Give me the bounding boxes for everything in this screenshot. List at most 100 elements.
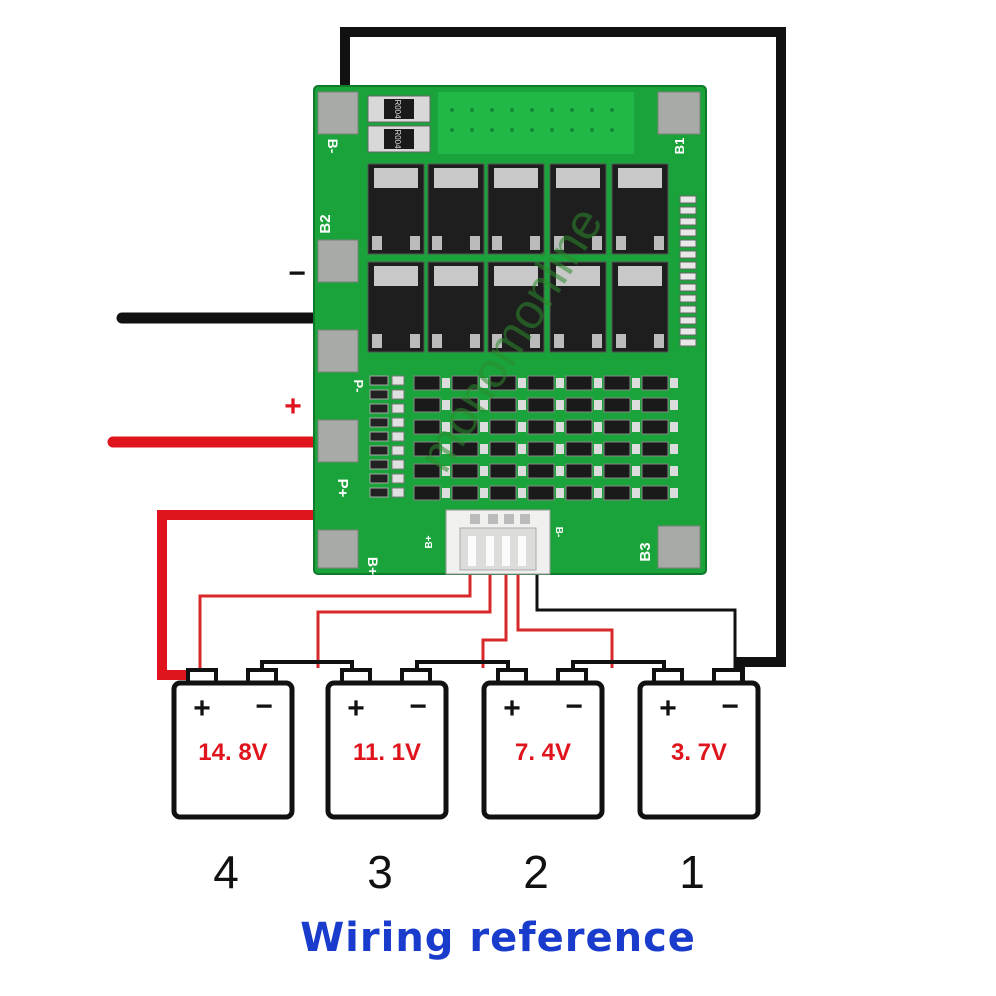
pcb-top-strip bbox=[438, 92, 634, 154]
smd-resistor bbox=[679, 217, 697, 226]
smd-components bbox=[369, 195, 697, 498]
balance-connector bbox=[445, 509, 551, 575]
ic-pad bbox=[556, 466, 564, 476]
b-minus-wire bbox=[340, 27, 786, 682]
ic-pad bbox=[594, 466, 602, 476]
ic-pad bbox=[480, 422, 488, 432]
smd-resistor bbox=[679, 294, 697, 303]
ic-chip bbox=[603, 419, 631, 435]
label-b2: B2 bbox=[317, 214, 334, 233]
ic-chip bbox=[603, 397, 631, 413]
ic-chip bbox=[489, 419, 517, 435]
ic-pad bbox=[480, 400, 488, 410]
mosfet bbox=[367, 261, 425, 353]
ic-pad bbox=[670, 378, 678, 388]
smd-cap bbox=[369, 459, 389, 470]
ic-pad bbox=[670, 488, 678, 498]
ic-pad bbox=[480, 488, 488, 498]
ic-chip bbox=[527, 441, 555, 457]
ic-chip bbox=[641, 463, 669, 479]
smd-resistor bbox=[679, 206, 697, 215]
ic-chip bbox=[413, 441, 441, 457]
mosfet bbox=[427, 261, 485, 353]
ic-chip bbox=[641, 397, 669, 413]
ic-pad bbox=[632, 400, 640, 410]
smd-cap bbox=[369, 487, 389, 498]
ic-pad bbox=[442, 488, 450, 498]
ic-pad bbox=[670, 422, 678, 432]
ic-pad bbox=[632, 466, 640, 476]
mosfet bbox=[487, 163, 545, 255]
ic-chip bbox=[451, 485, 479, 501]
ic-pad bbox=[670, 400, 678, 410]
pad-p-plus bbox=[317, 419, 359, 463]
ic-pad bbox=[442, 378, 450, 388]
smd-resistor bbox=[679, 338, 697, 347]
mosfet bbox=[549, 163, 607, 255]
battery-body bbox=[637, 680, 761, 820]
smd-resistor bbox=[679, 239, 697, 248]
ic-pad bbox=[632, 488, 640, 498]
ic-chip bbox=[489, 485, 517, 501]
ic-chip bbox=[451, 441, 479, 457]
ic-chip bbox=[565, 463, 593, 479]
battery-voltage: 14. 8V bbox=[198, 739, 267, 766]
ic-pad bbox=[556, 488, 564, 498]
balance-wire-2 bbox=[481, 572, 508, 668]
ic-pad bbox=[594, 378, 602, 388]
smd-resistor bbox=[679, 261, 697, 270]
ic-pad bbox=[670, 444, 678, 454]
ic-pad bbox=[442, 444, 450, 454]
label-b-minus: B- bbox=[325, 139, 341, 154]
ic-chip bbox=[413, 485, 441, 501]
smd-cap bbox=[391, 389, 405, 400]
ic-pad bbox=[556, 422, 564, 432]
ic-chip bbox=[413, 463, 441, 479]
ic-chip bbox=[565, 441, 593, 457]
p-minus-sign: − bbox=[288, 257, 306, 290]
ic-pad bbox=[556, 378, 564, 388]
ic-chip bbox=[565, 397, 593, 413]
mosfet bbox=[611, 163, 669, 255]
pad-b2 bbox=[317, 239, 359, 283]
battery-plus-sign: + bbox=[347, 692, 365, 725]
ic-rows bbox=[413, 375, 678, 501]
smd-resistor bbox=[679, 316, 697, 325]
ic-chip bbox=[489, 463, 517, 479]
balance-wire-3 bbox=[316, 572, 492, 668]
smd-cap bbox=[391, 445, 405, 456]
ic-pad bbox=[594, 400, 602, 410]
battery-cell: +−7. 4V2 bbox=[481, 668, 605, 898]
mosfet bbox=[487, 261, 545, 353]
ic-chip bbox=[527, 375, 555, 391]
ic-chip bbox=[603, 375, 631, 391]
smd-cap bbox=[391, 431, 405, 442]
solder-pads bbox=[317, 91, 701, 569]
ic-chip bbox=[451, 419, 479, 435]
ic-chip bbox=[603, 485, 631, 501]
label-p-plus: P+ bbox=[334, 479, 351, 498]
smd-cap bbox=[391, 459, 405, 470]
ic-pad bbox=[480, 444, 488, 454]
battery-voltage: 7. 4V bbox=[515, 739, 571, 766]
battery-minus-sign: − bbox=[721, 690, 739, 723]
ic-pad bbox=[556, 400, 564, 410]
battery-voltage: 3. 7V bbox=[671, 739, 727, 766]
ic-pad bbox=[670, 466, 678, 476]
smd-cap bbox=[369, 417, 389, 428]
caption: Wiring reference bbox=[300, 915, 696, 961]
ic-chip bbox=[641, 485, 669, 501]
ic-pad bbox=[518, 444, 526, 454]
ic-pad bbox=[594, 444, 602, 454]
label-b-plus: B+ bbox=[365, 557, 381, 575]
ic-pad bbox=[442, 466, 450, 476]
ic-chip bbox=[451, 397, 479, 413]
label-conn-b-plus: B+ bbox=[424, 535, 435, 548]
ic-chip bbox=[451, 375, 479, 391]
battery-voltage: 11. 1V bbox=[353, 739, 421, 766]
shunt-marking-1: R004 bbox=[393, 99, 402, 119]
label-b3: B3 bbox=[637, 542, 654, 561]
ic-pad bbox=[442, 422, 450, 432]
ic-chip bbox=[565, 419, 593, 435]
